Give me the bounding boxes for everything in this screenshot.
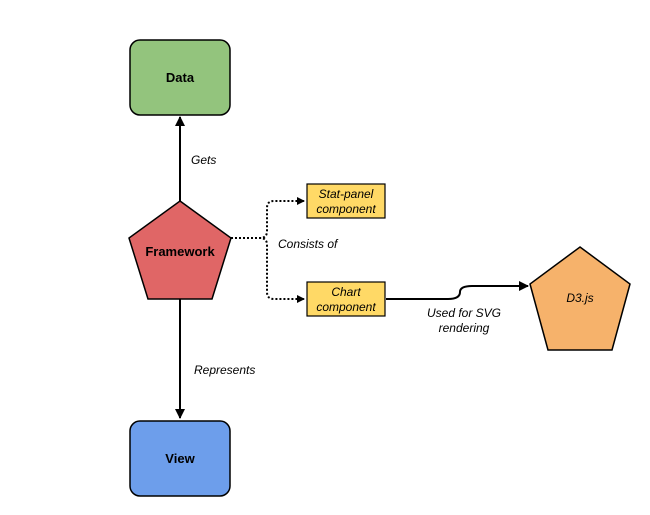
- edge-label-used-for-line2: rendering: [439, 321, 490, 335]
- stat-panel-label-line2: component: [316, 202, 376, 216]
- stat-panel-label-line1: Stat-panel: [319, 187, 374, 201]
- chart-box: [306, 281, 386, 317]
- data-box: [129, 39, 231, 116]
- node-data: Data: [129, 39, 231, 116]
- edge-used-for-svg: [386, 281, 529, 300]
- stat-panel-box: [306, 183, 386, 219]
- edge-label-gets: Gets: [191, 153, 216, 167]
- node-view: View: [129, 420, 231, 497]
- edge-labels: Gets Represents Consists of Used for SVG…: [191, 153, 501, 377]
- d3-pentagon: [529, 246, 631, 351]
- node-framework: Framework: [128, 200, 232, 300]
- data-label: Data: [166, 70, 195, 85]
- chart-label-line1: Chart: [331, 285, 361, 299]
- d3-label: D3.js: [566, 291, 593, 305]
- node-chart: Chart component: [306, 281, 386, 317]
- framework-pentagon: [128, 200, 232, 300]
- edge-label-used-for-line1: Used for SVG: [427, 306, 501, 320]
- edge-label-consists-of: Consists of: [278, 237, 339, 251]
- view-box: [129, 420, 231, 497]
- framework-label: Framework: [145, 244, 215, 259]
- edges: [175, 116, 529, 419]
- edge-consists-of-stat-panel: [231, 197, 305, 239]
- chart-label-line2: component: [316, 300, 376, 314]
- node-stat-panel: Stat-panel component: [306, 183, 386, 219]
- edge-label-represents: Represents: [194, 363, 255, 377]
- node-d3: D3.js: [529, 246, 631, 351]
- view-label: View: [165, 451, 195, 466]
